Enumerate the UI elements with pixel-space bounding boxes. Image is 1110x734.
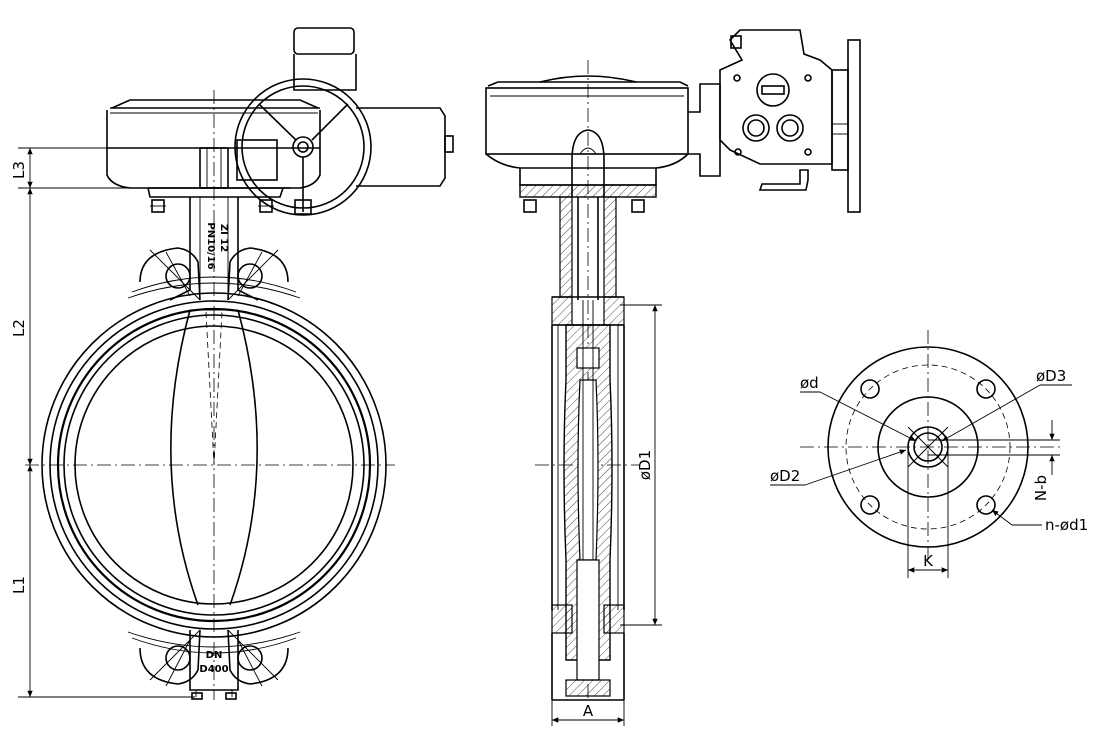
dim-L1: L1 — [10, 576, 28, 594]
handwheel[interactable] — [234, 78, 372, 216]
dim-D1: øD1 — [636, 450, 654, 480]
front-view: ZI 12 PN10/16 DN D400 L3 L2 L1 — [10, 27, 454, 700]
dim-nd1: n-ød1 — [1045, 516, 1088, 534]
side-body — [551, 300, 625, 701]
size-label: D400 — [199, 664, 228, 675]
front-body — [41, 276, 387, 654]
dim-A: A — [583, 702, 594, 720]
dn-label: DN — [206, 650, 223, 661]
dim-D2: øD2 — [770, 467, 800, 485]
side-view: øD1 A — [485, 29, 861, 726]
dim-d: ød — [800, 374, 819, 392]
front-gearbox — [106, 27, 454, 216]
front-bottom-lugs — [139, 629, 289, 700]
dim-L3: L3 — [10, 161, 28, 179]
front-dimension-lines — [18, 147, 200, 698]
flange-view — [770, 330, 1072, 578]
side-dimension-lines — [551, 304, 662, 726]
stem-mark-2: PN10/16 — [205, 222, 216, 269]
dim-Nb: N-b — [1032, 475, 1050, 501]
side-neck-section — [551, 129, 625, 326]
dim-L2: L2 — [10, 319, 28, 337]
valve-disc — [170, 309, 258, 606]
stem-mark-1: ZI 12 — [218, 224, 229, 252]
dim-K: K — [923, 552, 934, 570]
dim-D3: øD3 — [1036, 367, 1066, 385]
side-gearbox — [485, 29, 861, 213]
